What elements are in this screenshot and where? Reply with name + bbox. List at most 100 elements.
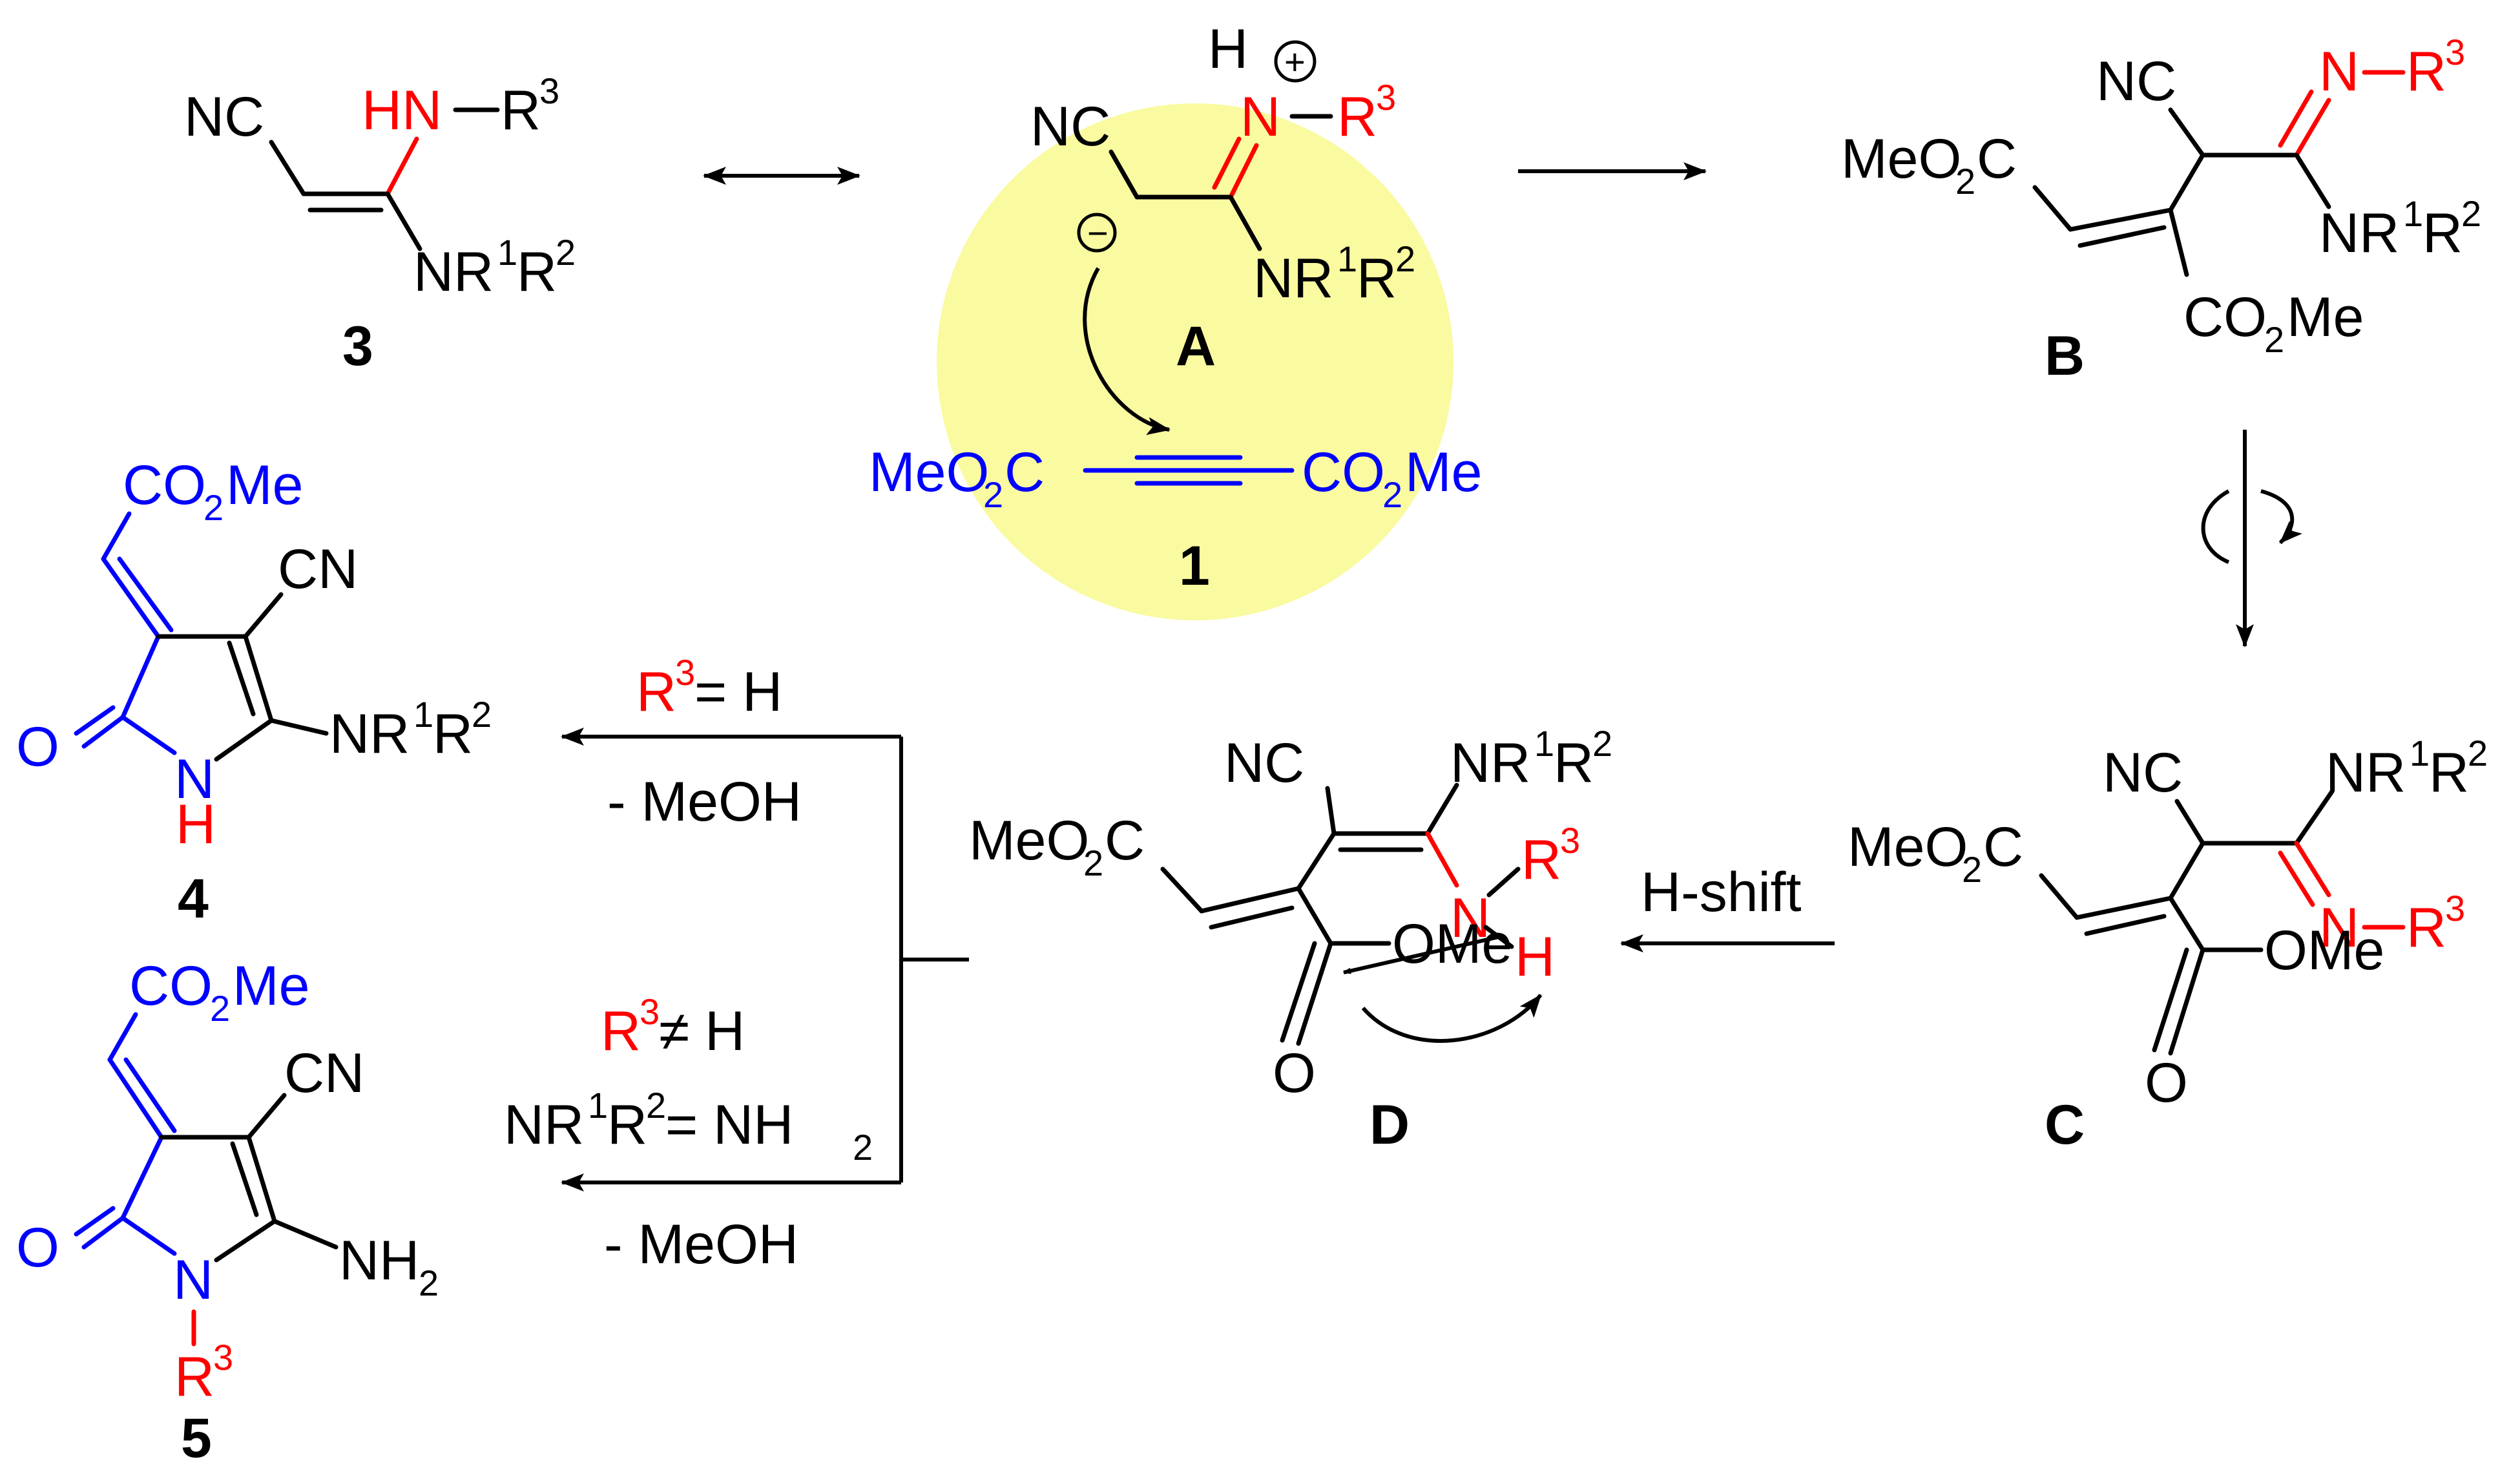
compound-label-D: D — [1369, 1094, 1410, 1156]
atom-label: 1 — [1534, 723, 1554, 764]
atom-label: 2 — [1083, 843, 1103, 883]
r3-sup: 3 — [539, 70, 559, 111]
compound-label-A: A — [1176, 315, 1216, 377]
atom-label: NH — [339, 1230, 419, 1292]
atom-label: N — [173, 1249, 213, 1311]
atom-label: CN — [278, 538, 358, 600]
atom-label: O — [16, 1217, 59, 1279]
compound-B: NC N R 3 NR 1 R 2 MeO 2 C CO 2 Me B — [1841, 32, 2481, 387]
atom-label: R — [1554, 732, 1594, 794]
atom-label: O — [2145, 1052, 2188, 1114]
atom-label: Me — [226, 454, 303, 516]
atom-label: 2 — [1382, 474, 1402, 515]
atom-label: CO — [2183, 286, 2267, 348]
atom-label: C — [1105, 810, 1145, 872]
atom-label: 2 — [1592, 723, 1612, 764]
atom-label: R — [2422, 202, 2463, 264]
atom-label: 1 — [2410, 733, 2430, 773]
compound-label-5: 5 — [181, 1407, 212, 1469]
atom-label: NC — [1030, 96, 1110, 158]
atom-label: R — [607, 1094, 647, 1156]
atom-label: 1 — [413, 694, 433, 735]
condition-meoh-lower: - MeOH — [604, 1213, 798, 1276]
condition-nr1r2-nh2: NR — [504, 1094, 584, 1156]
atom-label: NC — [2103, 742, 2183, 804]
atom-label: R — [1521, 829, 1561, 891]
atom-label: NR — [2326, 742, 2406, 804]
atom-label: 2 — [203, 487, 224, 528]
atom-label: Me — [2287, 286, 2364, 348]
atom-label: OMe — [2264, 919, 2384, 982]
nr1r2-label: NR — [413, 241, 494, 303]
atom-label: NR — [329, 703, 410, 765]
atom-label: H — [176, 793, 216, 856]
rotation-arrow-B-C — [2201, 430, 2302, 647]
compound-3: NC HN R 3 NR 1 R 2 3 — [184, 70, 576, 377]
atom-label: = NH — [665, 1094, 793, 1156]
hn-label: HN — [362, 79, 442, 142]
atom-label: 1 — [1337, 238, 1357, 279]
atom-label: 2 — [556, 232, 576, 273]
atom-label: N — [2319, 897, 2359, 959]
atom-label: R — [2429, 742, 2469, 804]
atom-label: C — [1983, 816, 2023, 878]
atom-label: CO — [123, 454, 206, 516]
compound-label-B: B — [2045, 325, 2085, 387]
atom-label: N — [2319, 41, 2359, 103]
atom-label: 3 — [1376, 77, 1396, 118]
atom-label: = H — [694, 661, 782, 723]
atom-label: C — [1005, 441, 1045, 503]
atom-label: Me — [1405, 441, 1482, 503]
branch-arrows — [561, 728, 969, 1192]
atom-label: 2 — [210, 988, 230, 1029]
atom-label: CN — [284, 1042, 364, 1104]
highlight-circle — [937, 103, 1453, 620]
atom-label: R — [517, 241, 557, 303]
atom-label: R — [2406, 897, 2446, 959]
atom-label: 3 — [213, 1337, 233, 1378]
atom-label: 2 — [2264, 319, 2284, 360]
atom-label: 3 — [640, 991, 660, 1032]
compound-5: CO 2 Me O N R 3 CN NH 2 5 — [16, 955, 439, 1469]
h-shift-label: H-shift — [1641, 861, 1802, 923]
minus-charge: − — [1087, 213, 1109, 253]
compound-A: NC N H + R 3 NR 1 R 2 − A — [1030, 18, 1415, 436]
h-label: H — [1208, 18, 1248, 80]
atom-label: 2 — [419, 1263, 439, 1303]
condition-r3-neq-h-r: R — [601, 1000, 641, 1062]
r-label: R — [501, 79, 541, 142]
atom-label: 2 — [1962, 849, 1982, 890]
atom-label: 2 — [1955, 161, 1975, 202]
atom-label: NC — [1224, 732, 1304, 794]
atom-label: MeO — [1841, 128, 1961, 190]
atom-label: 1 — [2403, 193, 2423, 234]
condition-r3-eq-h-r: R — [636, 661, 676, 723]
atom-label: MeO — [869, 441, 989, 503]
atom-label: 2 — [983, 474, 1003, 515]
atom-label: 3 — [2445, 888, 2465, 929]
atom-label: NR — [2319, 202, 2399, 264]
atom-label: R — [1337, 86, 1377, 148]
atom-label: O — [16, 716, 59, 778]
atom-label: 3 — [1560, 820, 1580, 861]
n-plus-label: N — [1240, 86, 1280, 148]
atom-label: R — [2406, 41, 2446, 103]
atom-label: NR — [1253, 247, 1333, 310]
atom-label: N — [174, 748, 214, 810]
atom-label: 2 — [853, 1127, 873, 1168]
atom-label: 1 — [497, 232, 517, 273]
atom-label: Me — [233, 955, 309, 1017]
atom-label: 2 — [2468, 733, 2488, 773]
atom-label: R — [433, 703, 473, 765]
atom-label: R — [1357, 247, 1397, 310]
compound-D: NC NR 1 R 2 N R 3 H MeO 2 C O OMe D — [969, 723, 1612, 1156]
atom-label: 2 — [1395, 238, 1415, 279]
atom-label: NC — [2096, 50, 2176, 112]
atom-label: 2 — [2461, 193, 2481, 234]
atom-label: MeO — [969, 810, 1089, 872]
atom-label: 2 — [646, 1085, 666, 1126]
condition-meoh-upper: - MeOH — [607, 771, 802, 833]
atom-label: CO — [129, 955, 213, 1017]
atom-label: 1 — [588, 1085, 608, 1126]
